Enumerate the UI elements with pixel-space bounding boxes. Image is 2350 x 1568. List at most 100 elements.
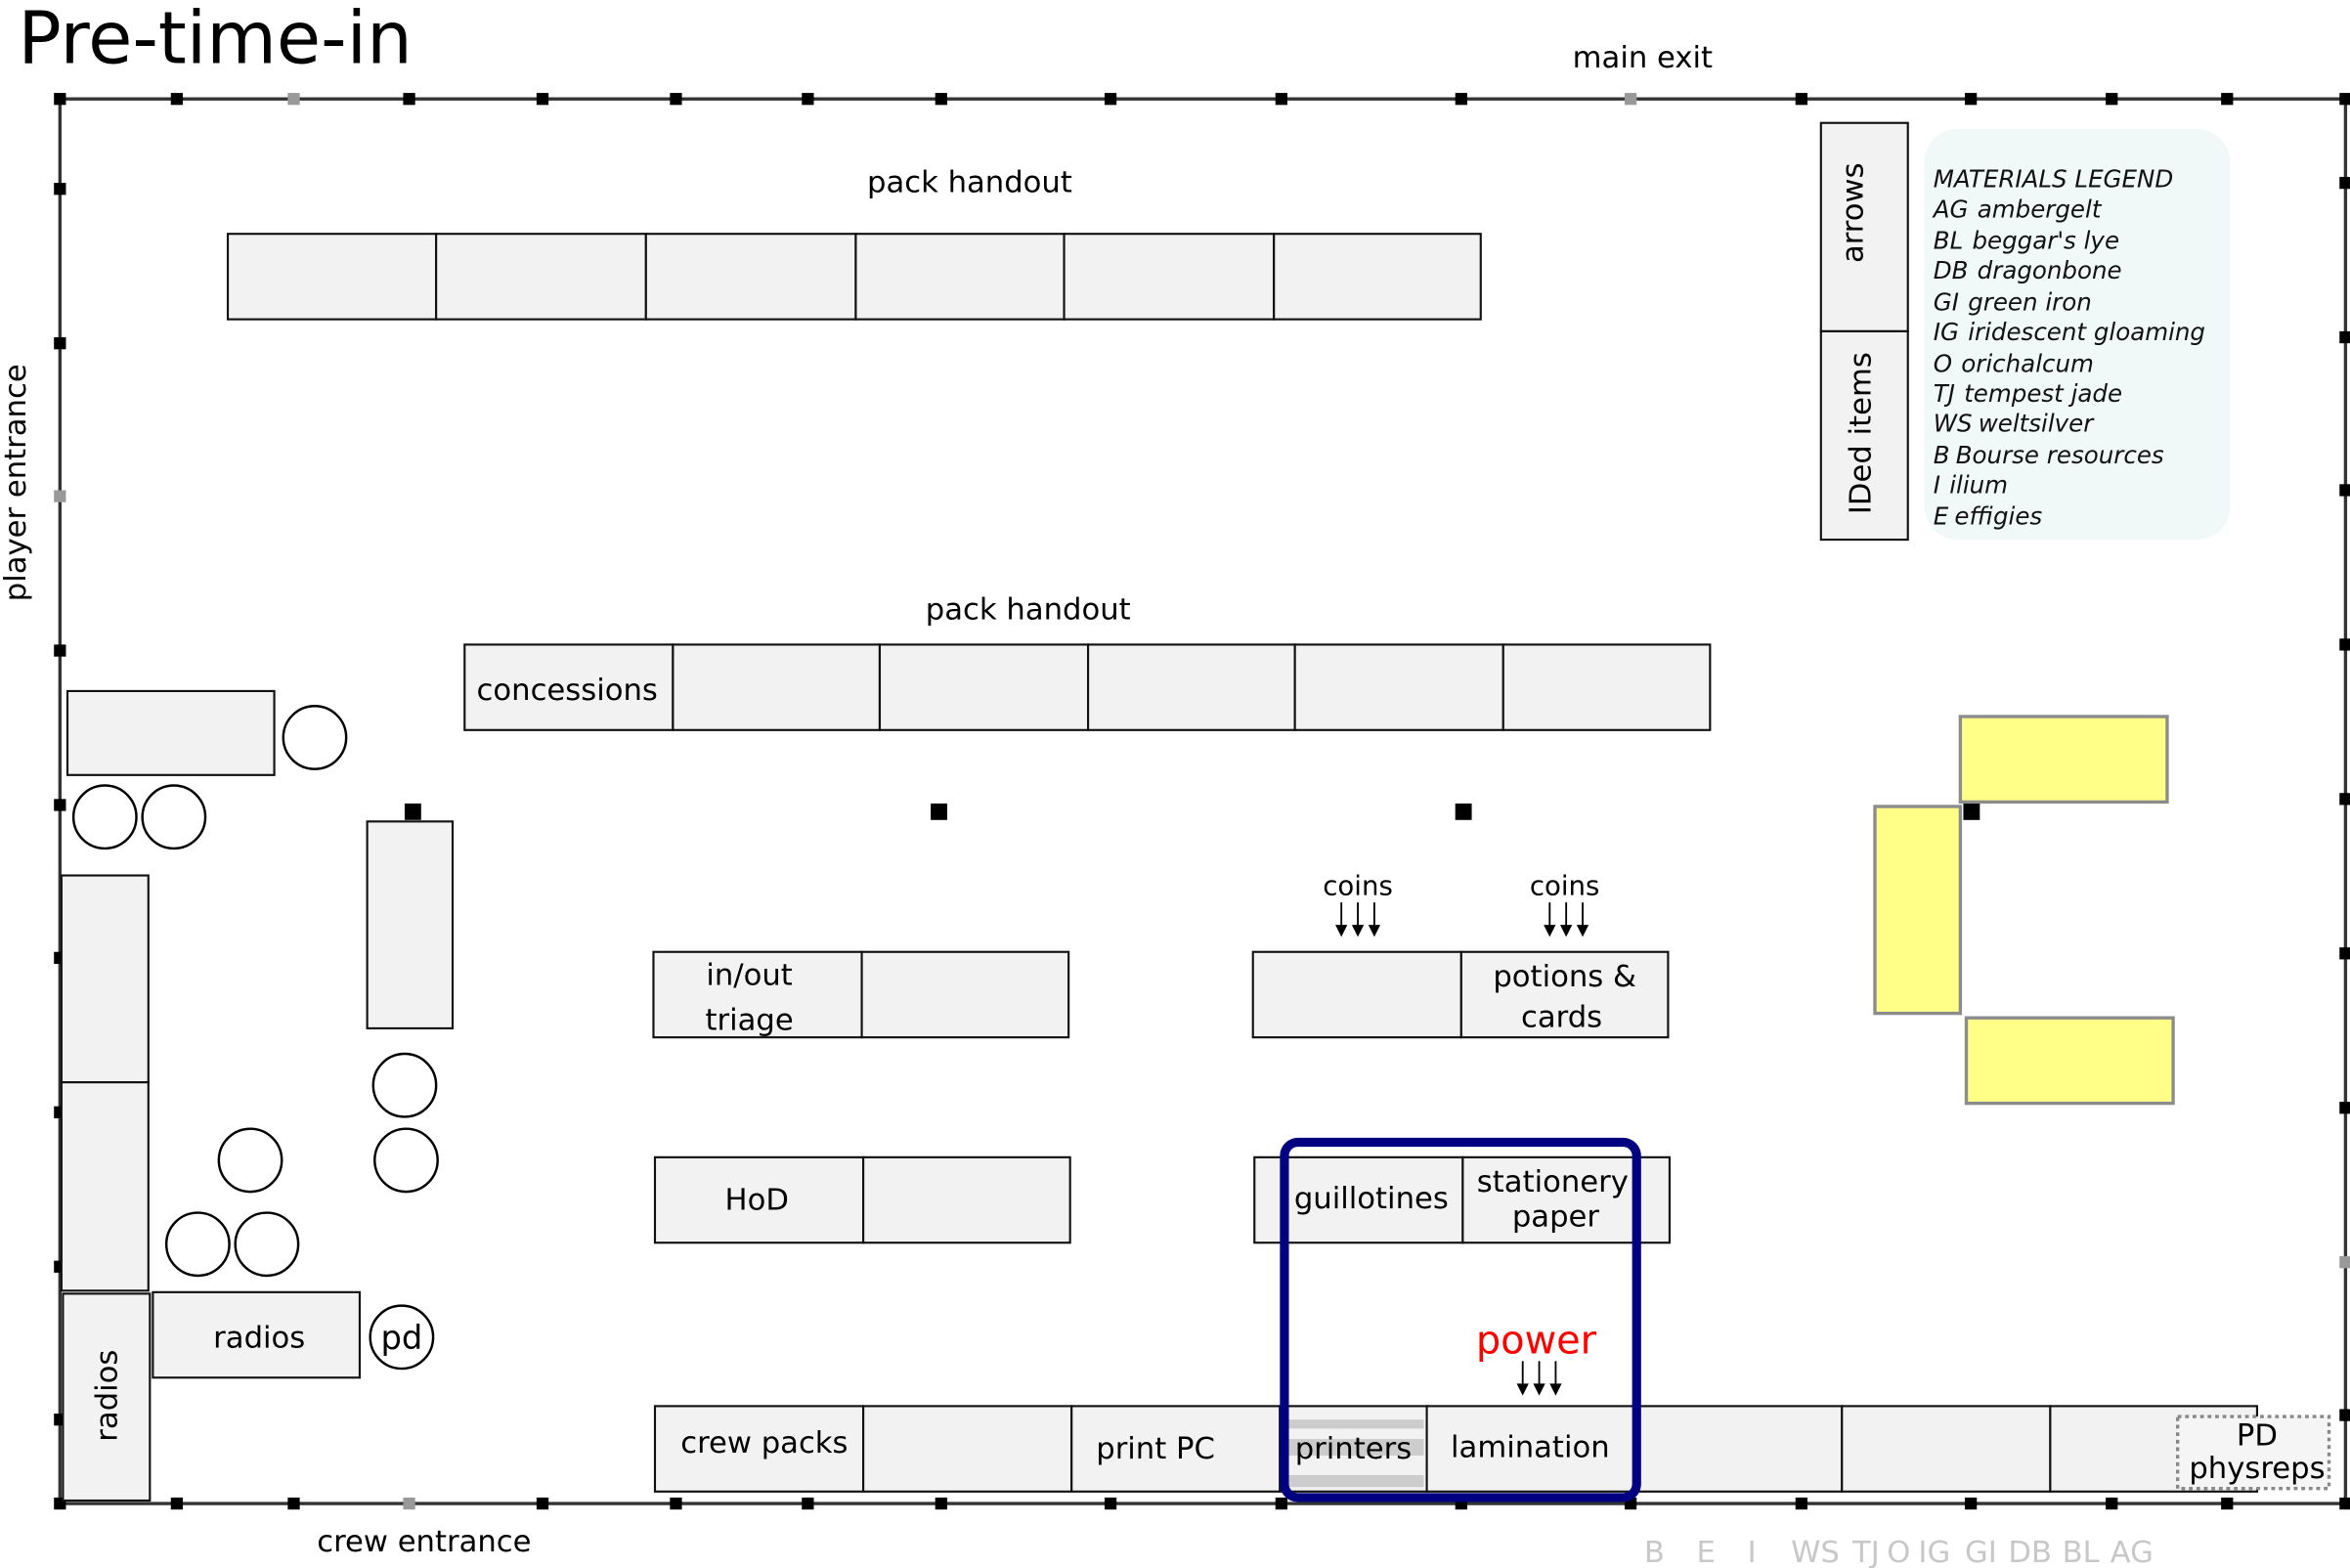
wall-marker [670, 93, 682, 106]
wall-marker [1795, 1497, 1807, 1510]
pd-label: PD [2237, 1418, 2278, 1453]
material-codes-row: B E I WS TJ O IG GI DB BL AG [1644, 1536, 2154, 1568]
wall-marker [1104, 93, 1117, 106]
table-print-pc[interactable] [1070, 1405, 1282, 1493]
table[interactable] [65, 689, 276, 776]
guillotines-label: guillotines [1294, 1182, 1449, 1216]
table[interactable] [672, 643, 882, 731]
table-concessions[interactable] [463, 643, 675, 731]
yellow-table[interactable] [1964, 1016, 2175, 1106]
wall-marker [2339, 1102, 2350, 1114]
print-pc-label: print PC [1096, 1432, 1215, 1466]
table[interactable] [644, 233, 857, 321]
table[interactable] [60, 1081, 150, 1292]
wall-marker [287, 93, 300, 106]
stationery-label: stationery [1477, 1165, 1629, 1199]
table[interactable] [862, 1405, 1073, 1493]
wall-marker [170, 93, 184, 106]
top-wall-markers [54, 93, 2350, 106]
wall-marker [1624, 93, 1637, 106]
crew-entrance-label: crew entrance [317, 1525, 531, 1559]
table[interactable] [1841, 1405, 2052, 1493]
legend-title: MATERIALS LEGEND [1934, 165, 2173, 194]
table-guillotines[interactable] [1253, 1155, 1464, 1244]
table-radios[interactable] [152, 1290, 362, 1379]
wall-marker [1964, 1497, 1978, 1510]
printer-stripe [1285, 1419, 1424, 1429]
table[interactable] [1063, 233, 1276, 321]
table[interactable] [60, 874, 150, 1084]
table-radios-vertical[interactable] [62, 1292, 152, 1503]
material-code: AG [2111, 1536, 2154, 1568]
wall-marker [54, 951, 64, 965]
table-ided-items[interactable] [1819, 329, 1909, 542]
potions-label: potions & [1493, 960, 1636, 994]
pd-physreps-area[interactable] [2175, 1415, 2331, 1491]
table[interactable] [1501, 643, 1712, 731]
table[interactable] [1087, 643, 1296, 731]
table[interactable] [878, 643, 1090, 731]
page-title: Pre-time-in [18, 0, 412, 80]
radios-vertical-label: radios [91, 1350, 125, 1442]
wall-marker [2339, 1497, 2350, 1510]
wall-marker [54, 337, 66, 350]
printer-stripe [1285, 1474, 1424, 1488]
material-code: DB [2008, 1536, 2052, 1568]
table[interactable] [854, 233, 1066, 321]
table-potions-cards[interactable] [1459, 950, 1670, 1039]
table[interactable] [1273, 233, 1482, 321]
table[interactable] [1251, 950, 1462, 1039]
pd-station [369, 1304, 435, 1371]
table-lamination[interactable] [1425, 1405, 1636, 1493]
wall-marker [2339, 330, 2350, 344]
table[interactable] [1633, 1405, 1844, 1493]
table[interactable] [435, 233, 647, 321]
power-arrows-icon [1516, 1361, 1562, 1396]
coins-left-label: coins [1323, 869, 1393, 901]
chair [217, 1127, 283, 1194]
pillar [931, 803, 947, 820]
concessions-label: concessions [477, 674, 658, 708]
table-arrows[interactable] [1819, 121, 1909, 332]
wall-marker [670, 1497, 682, 1510]
table[interactable] [1293, 643, 1504, 731]
table[interactable] [862, 1155, 1071, 1244]
chair [373, 1127, 439, 1194]
yellow-table[interactable] [1873, 805, 1963, 1016]
printers-label: printers [1295, 1432, 1412, 1466]
material-code: E [1697, 1536, 1716, 1568]
coins-left-arrows-icon [1335, 902, 1381, 937]
wall-marker [802, 93, 814, 106]
pack-handout-middle-tables [463, 643, 1712, 731]
in-out-label: in/out [706, 958, 792, 992]
table-in-out-triage[interactable] [652, 950, 863, 1039]
table-crew-packs[interactable] [653, 1405, 865, 1493]
arrows-label: arrows [1837, 162, 1871, 263]
material-code: GI [1965, 1536, 1997, 1568]
wall-marker [403, 93, 415, 106]
power-label: power [1476, 1319, 1597, 1364]
physreps-label: physreps [2189, 1452, 2325, 1486]
material-code: BL [2063, 1536, 2100, 1568]
yellow-table[interactable] [1958, 715, 2169, 805]
wall-marker [54, 490, 66, 502]
table[interactable] [860, 950, 1070, 1039]
paper-label: paper [1512, 1199, 1600, 1234]
material-code: B [1644, 1536, 1665, 1568]
wall-marker [1455, 93, 1467, 106]
wall-marker [1104, 1497, 1117, 1510]
wall-marker [1795, 93, 1807, 106]
table[interactable] [366, 820, 455, 1030]
wall-marker [2339, 793, 2350, 806]
table[interactable] [226, 233, 438, 321]
wall-marker [54, 93, 66, 106]
highlight-zone [1280, 1137, 1641, 1503]
